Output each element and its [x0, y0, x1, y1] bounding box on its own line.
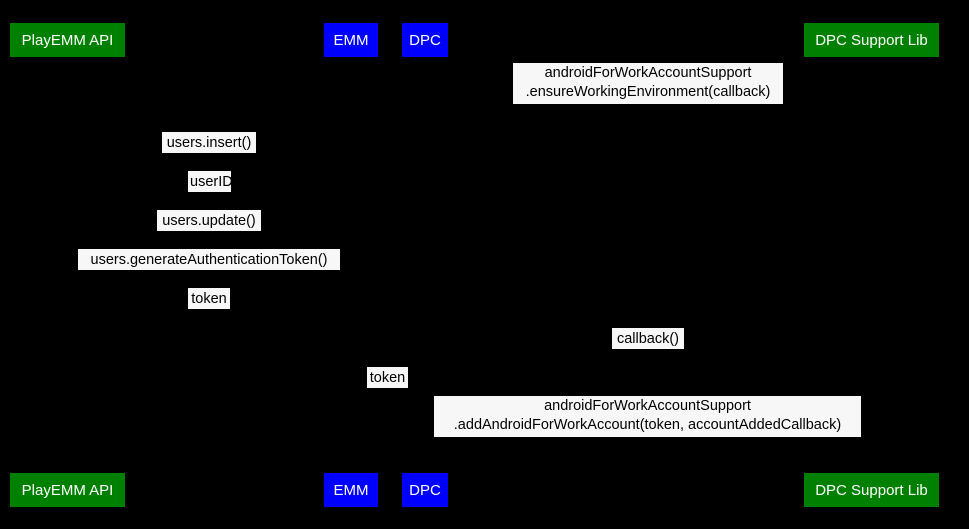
message-label-callback: callback() [612, 328, 684, 349]
participant-label: DPC [409, 481, 441, 499]
participant-label: EMM [333, 31, 369, 49]
participant-header-emm[interactable]: EMM [324, 23, 378, 57]
message-label-ensure-working-environment: androidForWorkAccountSupport .ensureWork… [513, 63, 783, 104]
participant-header-dpc-support-lib[interactable]: DPC Support Lib [804, 23, 939, 57]
participant-label: DPC Support Lib [815, 481, 928, 499]
participant-label: DPC Support Lib [815, 31, 928, 49]
message-label-add-android-for-work-account: androidForWorkAccountSupport .addAndroid… [434, 396, 861, 437]
message-label-users-update: users.update() [157, 210, 261, 231]
message-label-users-insert: users.insert() [162, 132, 256, 153]
participant-label: DPC [409, 31, 441, 49]
participant-label: PlayEMM API [21, 31, 114, 49]
participant-header-playemm-api[interactable]: PlayEMM API [10, 23, 125, 57]
message-label-user-id: userID [188, 171, 233, 192]
message-label-users-generate-authentication-token: users.generateAuthenticationToken() [78, 249, 340, 270]
participant-footer-dpc-support-lib[interactable]: DPC Support Lib [804, 473, 939, 507]
participant-label: PlayEMM API [21, 481, 114, 499]
message-label-token-to-emm: token [188, 288, 230, 309]
participant-label: EMM [333, 481, 369, 499]
participant-footer-dpc[interactable]: DPC [402, 473, 448, 507]
participant-footer-playemm-api[interactable]: PlayEMM API [10, 473, 125, 507]
participant-footer-emm[interactable]: EMM [324, 473, 378, 507]
participant-header-dpc[interactable]: DPC [402, 23, 448, 57]
message-label-token-to-dpc: token [367, 367, 408, 388]
